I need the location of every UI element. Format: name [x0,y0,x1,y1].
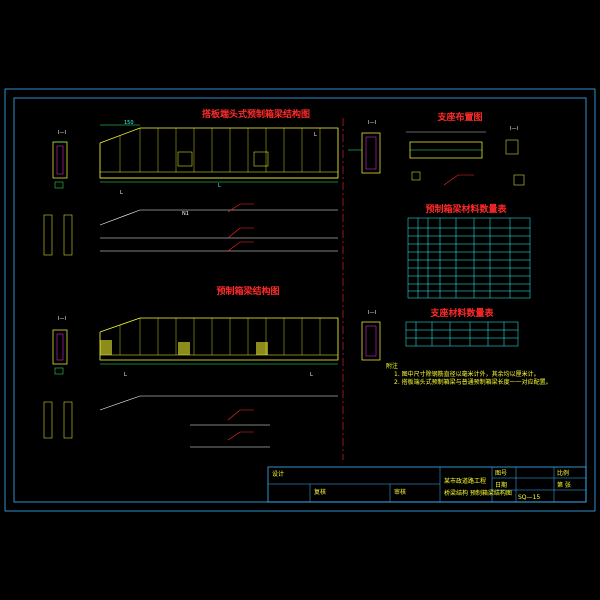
table1-title: 预制箱梁材料数量表 [425,203,507,215]
section-label-bottom-left: I—I [58,316,66,322]
note-2: 2. 搭板端头式预制箱梁与普通预制箱梁长度一一对应配置。 [394,378,552,386]
section-detail-top-left [52,141,68,189]
outer-border [4,88,596,512]
svg-text:L: L [124,372,127,378]
notes-heading: 附注 [386,362,398,370]
svg-text:I—I: I—I [510,126,518,132]
tb-project-line1: 某市政道路工程 [444,477,486,485]
svg-text:L: L [120,190,123,196]
bearing-table [405,321,519,347]
rebar-detail-top: N1 [43,203,338,256]
title-top-right: 支座布置图 [436,111,482,123]
section-label-top-right: I—I [368,120,376,126]
section-detail-bottom-right [361,321,381,361]
svg-text:L: L [310,372,313,378]
bearing-layout-diagram: I—I [406,126,525,186]
table2-title: 支座材料数量表 [429,307,494,319]
note-1: 1. 图中尺寸除钢筋直径以毫米计外，其余均以厘米计。 [394,370,540,378]
tb-drawing-no-value: SQ—15 [518,494,540,501]
section-detail-top-right [348,132,381,174]
svg-text:N1: N1 [182,211,189,217]
title-block [267,466,587,503]
tb-sheet: 第 张 [557,481,571,489]
tb-drawing-no-label: 图号 [495,470,507,477]
tb-design: 设计 [272,470,284,478]
tb-review: 审核 [394,488,406,496]
svg-text:L: L [314,132,317,138]
svg-text:I—I: I—I [368,310,376,316]
material-table [407,217,531,299]
beam-elevation-top: 150 L L L [99,120,339,196]
tb-project-line2: 桥梁结构 预制箱梁结构图 [444,489,512,497]
title-top-left: 搭板端头式预制箱梁结构图 [202,108,310,120]
beam-elevation-bottom: L L [99,317,339,378]
tb-scale: 比例 [557,469,569,477]
section-detail-bottom-left [52,329,68,375]
svg-text:L: L [218,183,221,189]
tb-date: 日期 [495,481,507,489]
tb-check: 复核 [314,488,326,496]
svg-text:150: 150 [124,120,134,126]
title-bottom-left: 预制箱梁结构图 [216,285,279,297]
section-label-top-left: I—I [58,130,66,136]
rebar-detail-bottom [43,395,338,448]
